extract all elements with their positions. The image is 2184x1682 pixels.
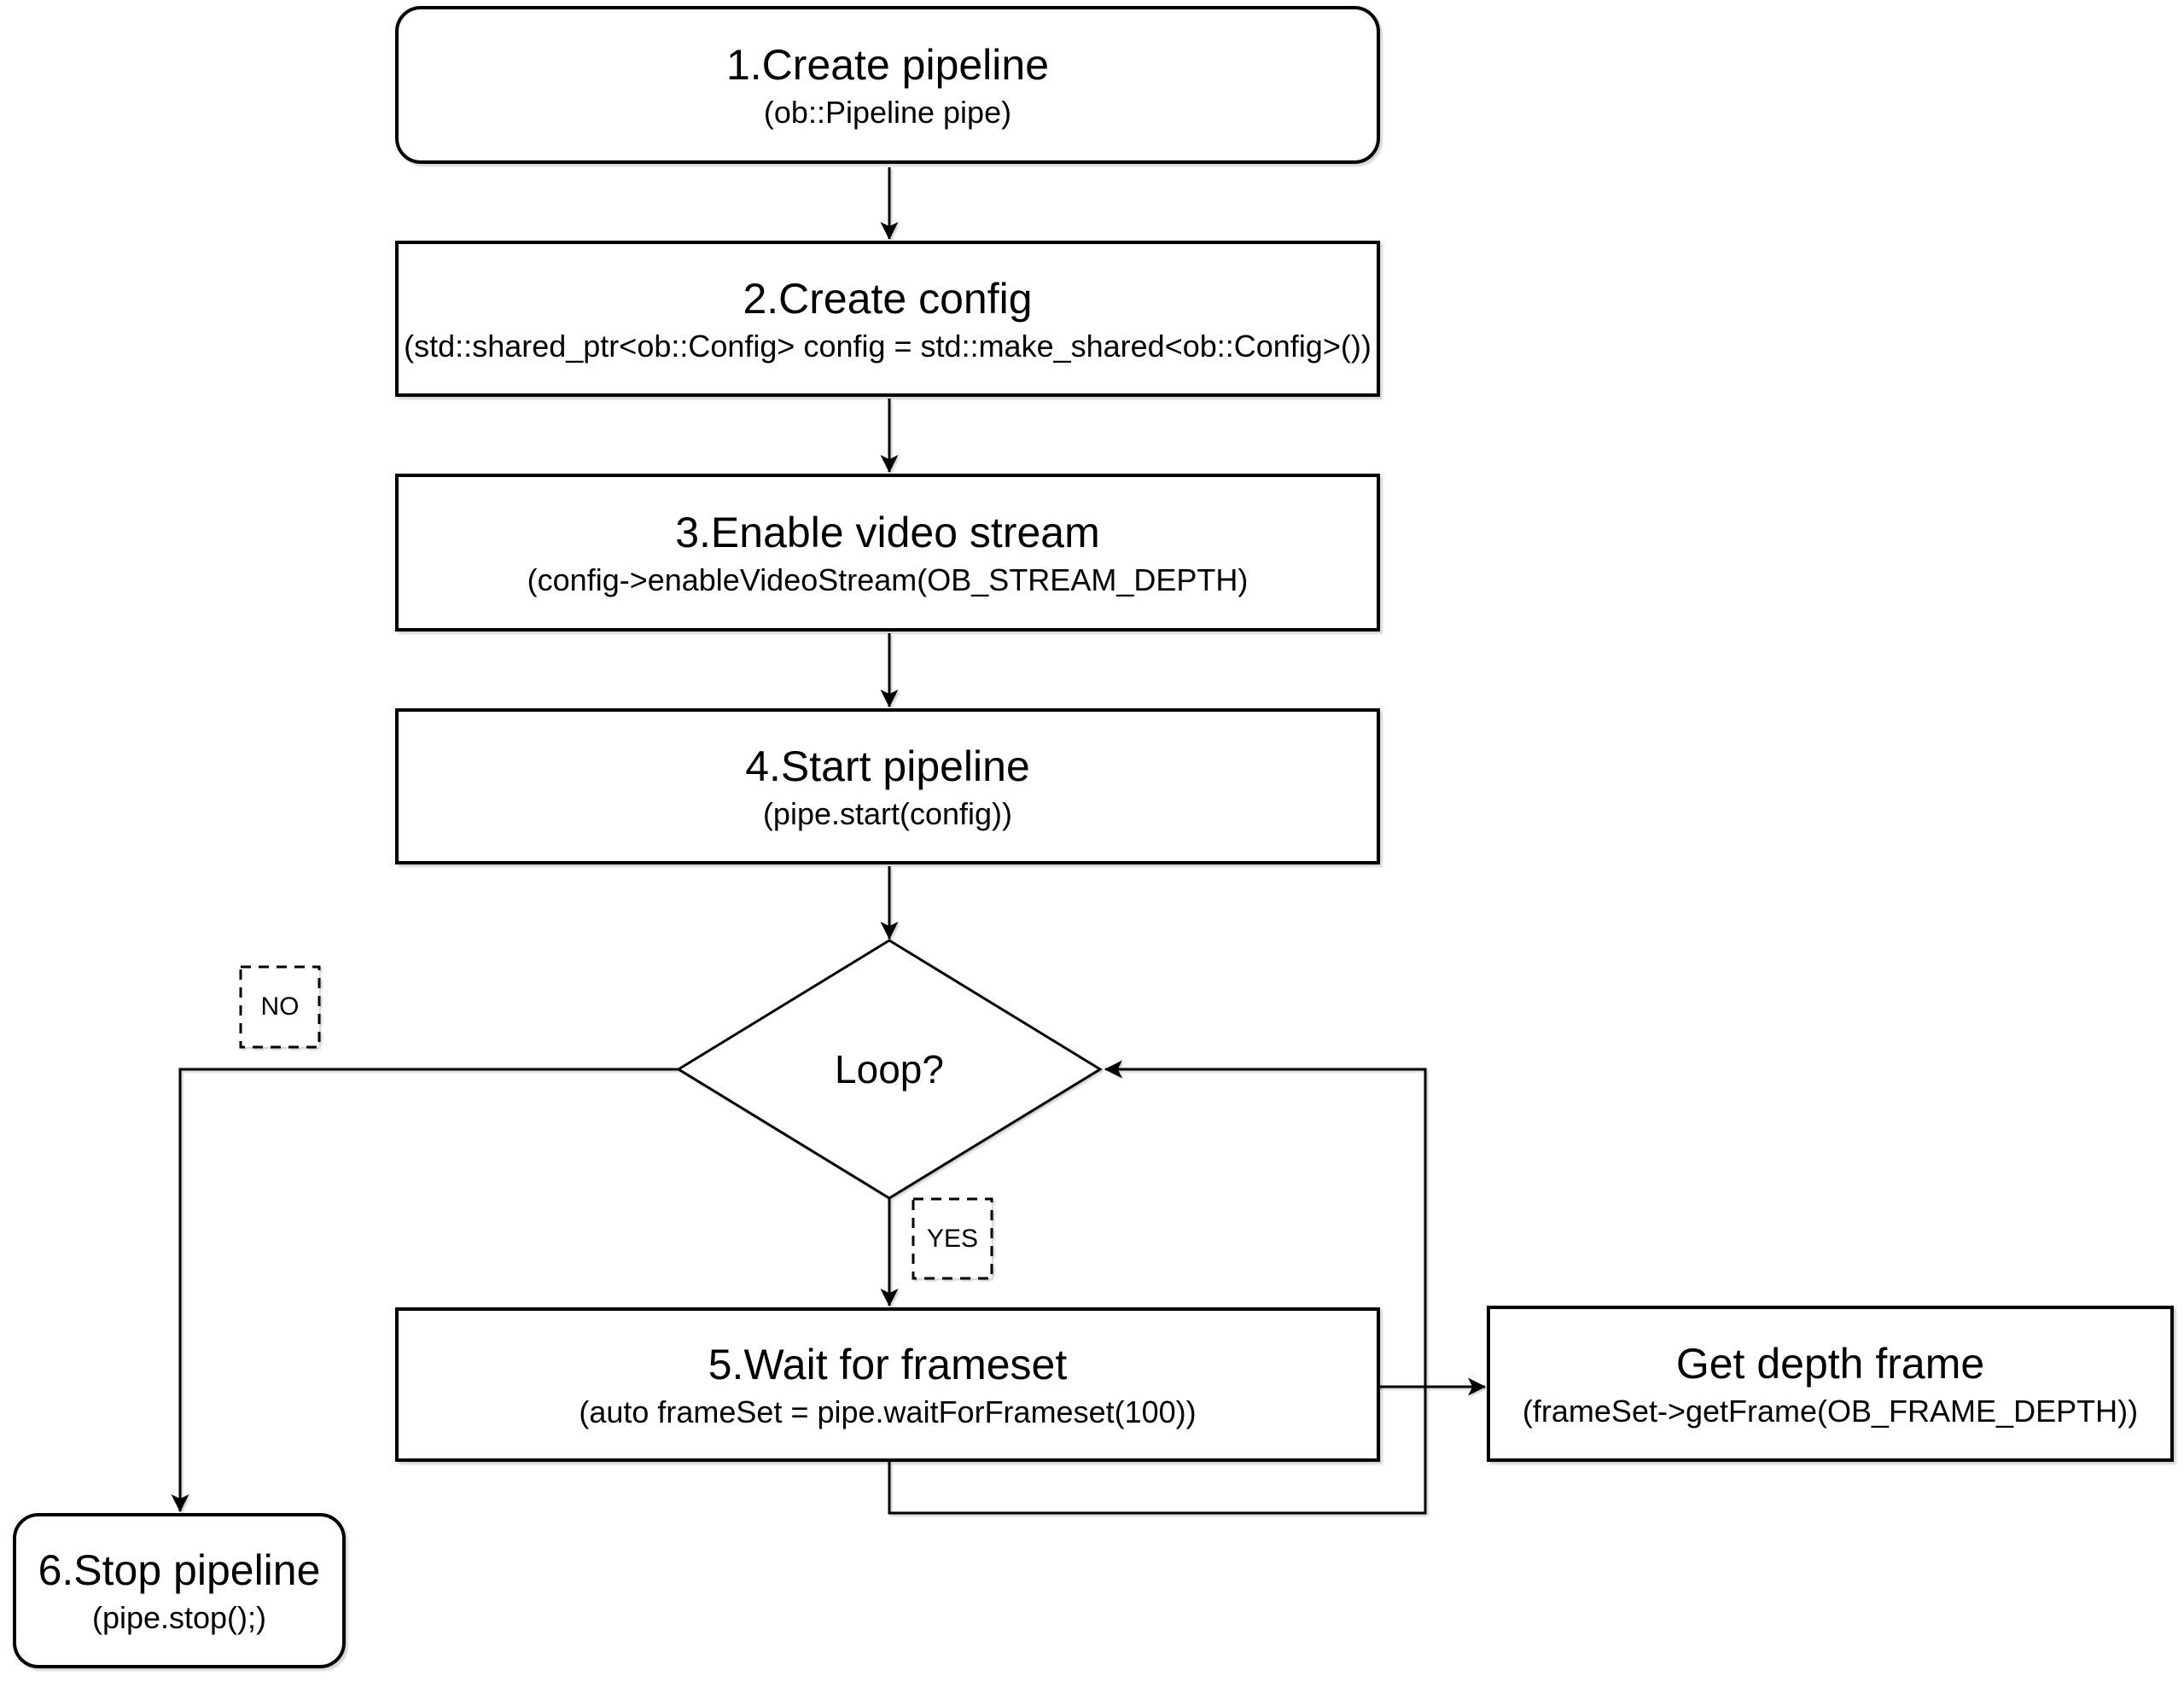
node-start-pipeline: 4.Start pipeline (pipe.start(config))	[395, 708, 1380, 864]
node-create-pipeline: 1.Create pipeline (ob::Pipeline pipe)	[395, 6, 1380, 164]
node-wait-for-frameset: 5.Wait for frameset (auto frameSet = pip…	[395, 1307, 1380, 1462]
node-create-config-code: (std::shared_ptr<ob::Config> config = st…	[404, 328, 1372, 364]
edge-no-to-stop-pipeline	[171, 1068, 678, 1513]
node-create-config: 2.Create config (std::shared_ptr<ob::Con…	[395, 241, 1380, 397]
no-label-box	[239, 965, 321, 1049]
node-create-pipeline-title: 1.Create pipeline	[725, 40, 1050, 89]
node-get-depth-frame-code: (frameSet->getFrame(OB_FRAME_DEPTH))	[1522, 1393, 2139, 1429]
node-start-pipeline-code: (pipe.start(config))	[762, 795, 1013, 831]
node-wait-for-frameset-code: (auto frameSet = pipe.waitForFrameset(10…	[579, 1394, 1197, 1429]
yes-label-box	[911, 1197, 993, 1280]
node-create-config-title: 2.Create config	[743, 274, 1033, 323]
node-create-pipeline-code: (ob::Pipeline pipe)	[763, 94, 1012, 130]
node-wait-for-frameset-title: 5.Wait for frameset	[708, 1340, 1068, 1388]
node-stop-pipeline: 6.Stop pipeline (pipe.stop();)	[13, 1513, 346, 1668]
node-get-depth-frame-title: Get depth frame	[1675, 1339, 1985, 1388]
node-stop-pipeline-title: 6.Stop pipeline	[38, 1546, 321, 1595]
edge-loop-back-to-decision	[888, 1060, 1427, 1515]
decision-diamond-shape	[676, 939, 1103, 1200]
node-enable-video-stream-title: 3.Enable video stream	[675, 508, 1100, 556]
node-enable-video-stream-code: (config->enableVideoStream(OB_STREAM_DEP…	[527, 562, 1249, 597]
node-get-depth-frame: Get depth frame (frameSet->getFrame(OB_F…	[1487, 1306, 2174, 1462]
node-enable-video-stream: 3.Enable video stream (config->enableVid…	[395, 474, 1380, 631]
node-start-pipeline-title: 4.Start pipeline	[745, 742, 1030, 790]
node-stop-pipeline-code: (pipe.stop();)	[91, 1600, 267, 1636]
